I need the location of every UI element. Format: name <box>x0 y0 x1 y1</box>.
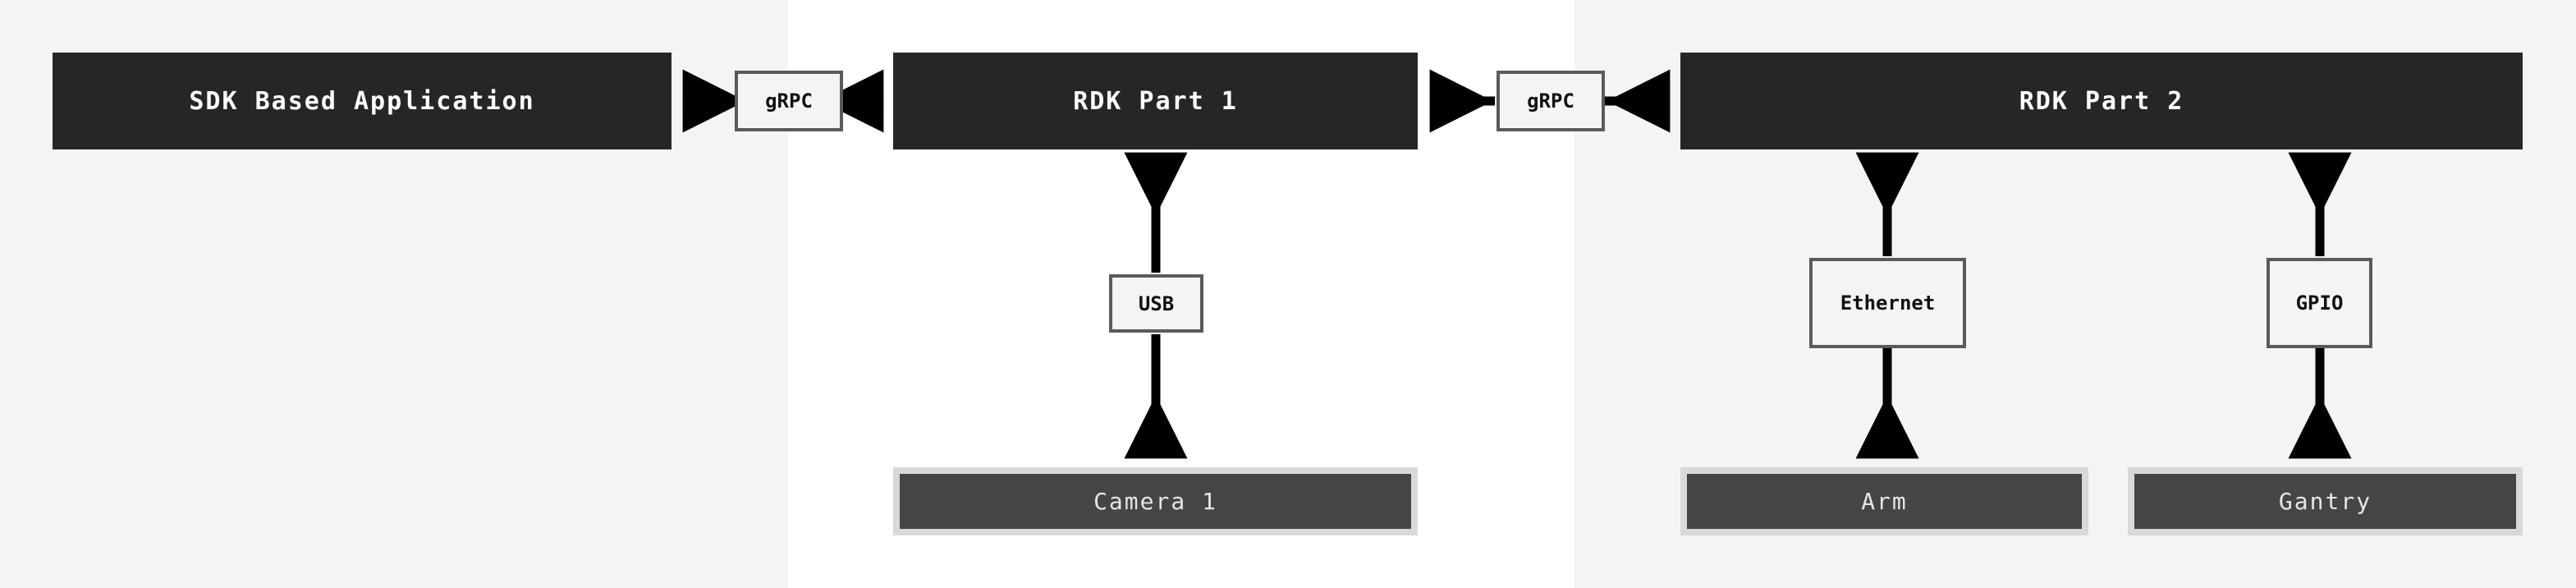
edge-label-ethernet[interactable]: Ethernet <box>1809 258 1966 348</box>
node-label: Camera 1 <box>900 474 1411 529</box>
node-rdk-part-2[interactable]: RDK Part 2 <box>1680 53 2523 149</box>
node-sdk-based-application[interactable]: SDK Based Application <box>53 53 672 149</box>
edge-label-text: gRPC <box>1527 90 1574 113</box>
edge-label-grpc-1[interactable]: gRPC <box>735 71 843 131</box>
edge-label-grpc-2[interactable]: gRPC <box>1497 71 1605 131</box>
node-label: RDK Part 2 <box>2019 86 2184 116</box>
edge-label-text: Ethernet <box>1840 292 1936 315</box>
node-label: SDK Based Application <box>189 86 535 116</box>
node-camera-1[interactable]: Camera 1 <box>893 467 1418 535</box>
node-rdk-part-1[interactable]: RDK Part 1 <box>893 53 1418 149</box>
edge-label-text: gRPC <box>765 90 813 113</box>
node-label: Gantry <box>2134 474 2516 529</box>
edge-label-gpio[interactable]: GPIO <box>2267 258 2372 348</box>
node-gantry[interactable]: Gantry <box>2128 467 2523 535</box>
node-arm[interactable]: Arm <box>1680 467 2088 535</box>
edge-label-text: GPIO <box>2295 292 2344 315</box>
edge-label-text: USB <box>1138 292 1175 315</box>
node-label: Arm <box>1687 474 2082 529</box>
edge-label-usb[interactable]: USB <box>1109 274 1203 333</box>
node-label: RDK Part 1 <box>1073 86 1238 116</box>
